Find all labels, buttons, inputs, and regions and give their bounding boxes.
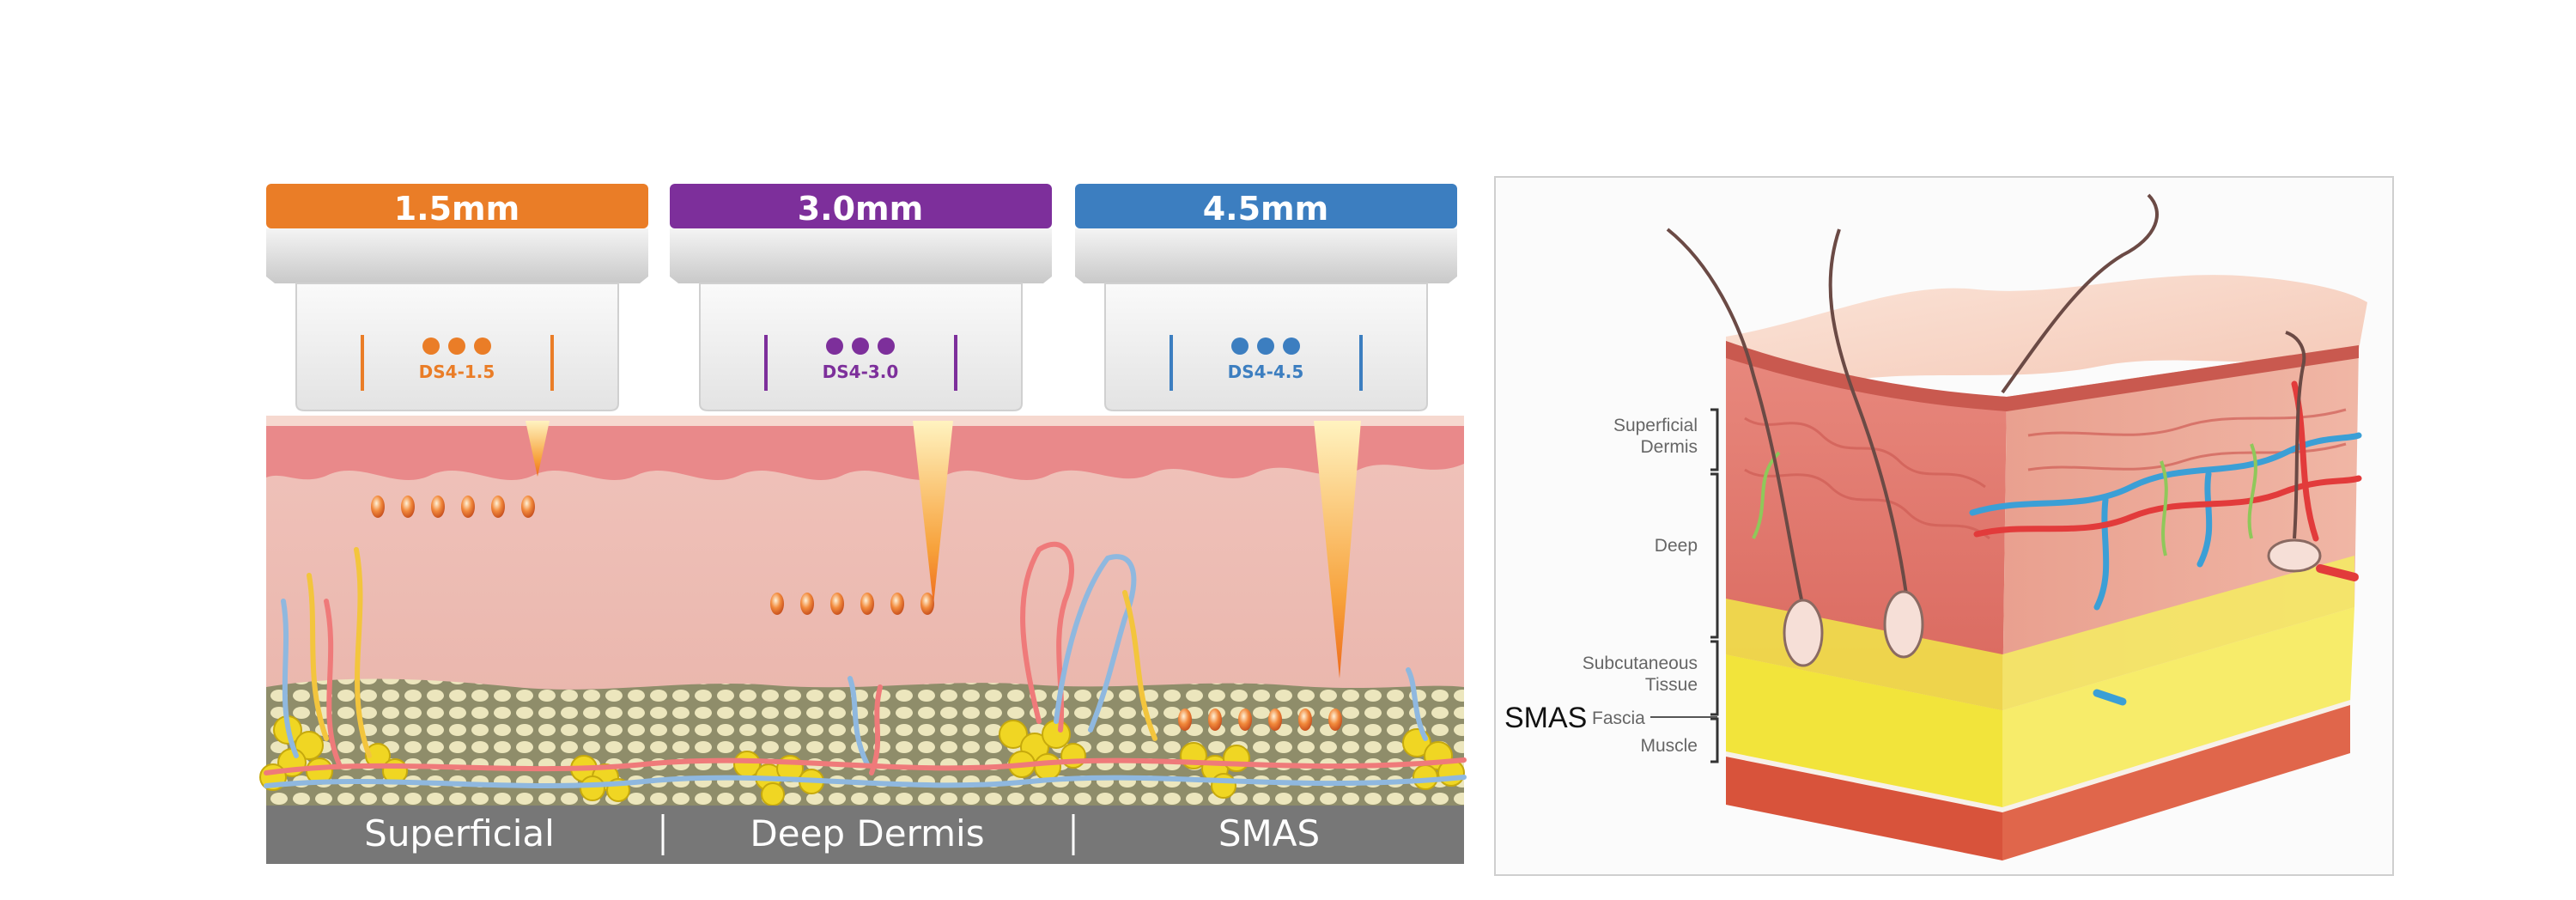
- layer-label-superficial: Superficial: [364, 812, 555, 854]
- cartridge-depth-label: 3.0mm: [798, 190, 924, 228]
- skin-anatomy-diagram: Superficial Dermis Deep Subcutaneous Tis…: [1504, 193, 2367, 860]
- label-muscle: Muscle: [1640, 736, 1698, 756]
- hifu-depth-illustration: Superficial Deep Dermis SMAS 1.5mm DS4-1…: [259, 184, 1467, 864]
- label-deep: Deep: [1655, 536, 1698, 556]
- label-tissue: Tissue: [1645, 675, 1698, 695]
- cartridge-code: DS4-3.0: [823, 362, 899, 382]
- focal-points-3.0: [770, 593, 934, 615]
- focal-points-4.5: [1178, 708, 1342, 731]
- skin-anatomy-panel: Superficial Dermis Deep Subcutaneous Tis…: [1494, 176, 2394, 876]
- layer-label-smas: SMAS: [1218, 812, 1320, 854]
- cartridge-3.0mm: 3.0mm DS4-3.0: [670, 184, 1052, 411]
- cartridge-depth-label: 1.5mm: [394, 190, 520, 228]
- bracket-muscle: [1710, 717, 1719, 763]
- ultrasound-beams: [526, 421, 1361, 678]
- cartridge-code: DS4-1.5: [419, 362, 495, 382]
- label-dermis: Dermis: [1641, 437, 1698, 457]
- skin-cross-section: [259, 416, 1467, 807]
- cartridge-depth-label: 4.5mm: [1203, 190, 1329, 228]
- layer-label-deep-dermis: Deep Dermis: [750, 812, 984, 854]
- bracket-subcutaneous: [1710, 640, 1719, 716]
- layer-label-bar: Superficial Deep Dermis SMAS: [266, 806, 1464, 864]
- focal-points-1.5: [371, 496, 535, 518]
- label-fascia: Fascia: [1592, 708, 1645, 728]
- bracket-superficial-dermis: [1710, 408, 1719, 471]
- cartridge-1.5mm: 1.5mm DS4-1.5: [266, 184, 648, 411]
- bracket-deep: [1710, 472, 1719, 639]
- cartridge-code: DS4-4.5: [1228, 362, 1304, 382]
- cartridge-4.5mm: 4.5mm DS4-4.5: [1075, 184, 1457, 411]
- label-subcutaneous: Subcutaneous: [1583, 654, 1698, 673]
- label-smas: SMAS: [1504, 702, 1587, 734]
- label-superficial: Superficial: [1613, 416, 1698, 435]
